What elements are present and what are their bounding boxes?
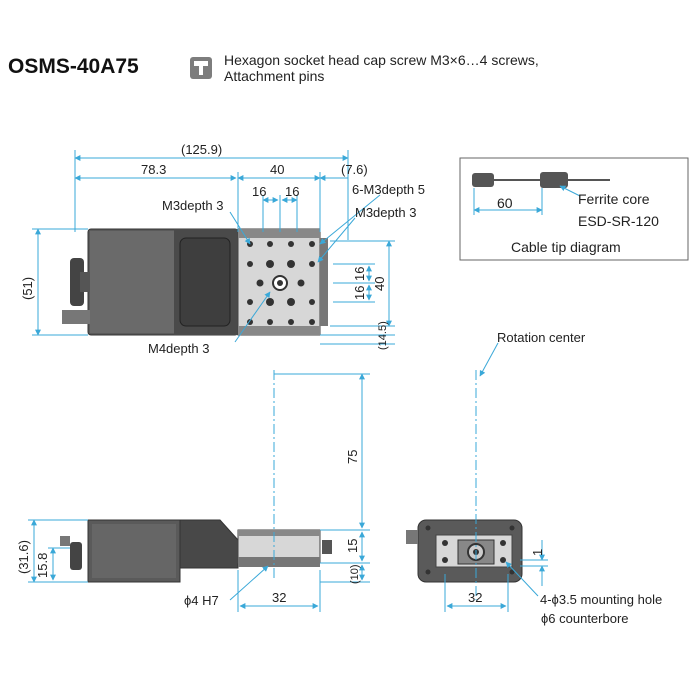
rotation-center-label: Rotation center: [497, 330, 586, 345]
dim-75: 75: [345, 450, 360, 464]
dim-height: (51): [20, 277, 35, 300]
esd-label: ESD-SR-120: [578, 213, 659, 229]
description: Hexagon socket head cap screw M3×6…4 scr…: [224, 52, 539, 84]
knob: [70, 258, 84, 306]
mounting-hole-label: 4-ϕ3.5 mounting hole: [540, 592, 662, 607]
dim-v16-b: 16: [352, 286, 367, 300]
dim-v16-a: 16: [352, 267, 367, 281]
label-m3-depth3-right: M3depth 3: [355, 205, 416, 220]
side-view: [28, 370, 370, 612]
dim-1: 1: [530, 549, 545, 556]
dim-center: 40: [270, 162, 284, 177]
cable-tip-caption: Cable tip diagram: [511, 239, 621, 255]
model-title: OSMS-40A75: [8, 55, 139, 78]
dim-32-end: 32: [468, 590, 482, 605]
dim-31-6: (31.6): [16, 540, 31, 574]
dim-10: (10): [349, 564, 361, 584]
counterbore-label: ϕ6 counterbore: [541, 611, 629, 626]
dim-right: (7.6): [341, 162, 368, 177]
top-view: [32, 150, 395, 345]
dim-total: (125.9): [181, 142, 222, 157]
label-m4-depth3: M4depth 3: [148, 341, 209, 356]
dim-14-5: (14.5): [377, 321, 389, 350]
dim-15: 15: [345, 539, 360, 553]
end-view: [406, 342, 548, 612]
description-line-1: Hexagon socket head cap screw M3×6…4 scr…: [224, 52, 539, 68]
dim-left: 78.3: [141, 162, 166, 177]
cable-tip-diagram: [459, 157, 689, 261]
dim-16-b: 16: [285, 184, 299, 199]
dim-32-side: 32: [272, 590, 286, 605]
screw-icon: [190, 57, 212, 79]
phi4-label: ϕ4 H7: [184, 593, 219, 608]
dim-v40: 40: [372, 277, 387, 291]
dim-16-a: 16: [252, 184, 266, 199]
label-m3-depth3-left: M3depth 3: [162, 198, 223, 213]
dim-15-8: 15.8: [35, 553, 50, 578]
dim-60: 60: [497, 195, 513, 211]
label-6m3-depth5: 6-M3depth 5: [352, 182, 425, 197]
description-line-2: Attachment pins: [224, 68, 325, 84]
ferrite-label: Ferrite core: [578, 191, 650, 207]
